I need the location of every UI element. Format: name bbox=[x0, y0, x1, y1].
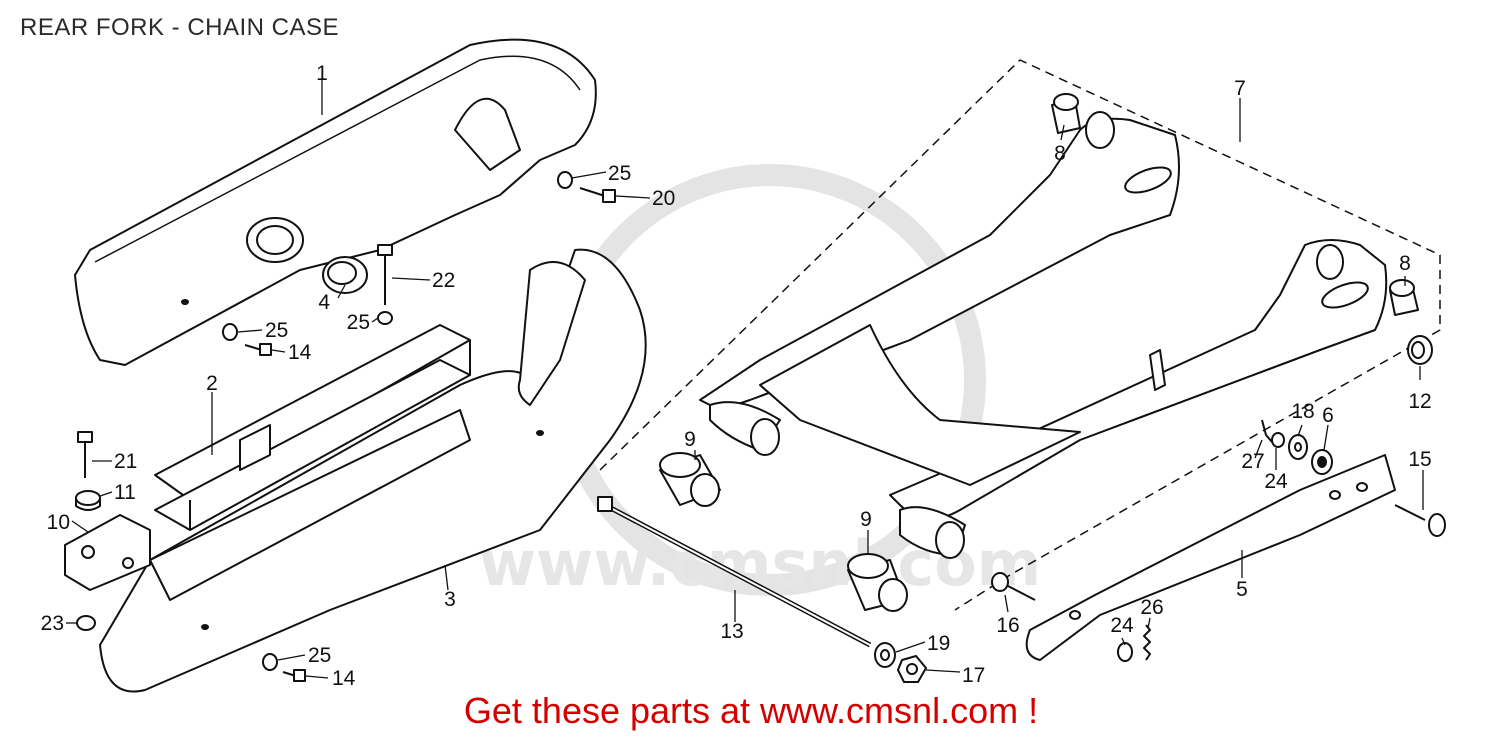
pivot-bolt-13 bbox=[597, 496, 872, 648]
clip-27 bbox=[1261, 419, 1273, 443]
washer-19 bbox=[874, 642, 896, 668]
nut-24 bbox=[1117, 432, 1285, 662]
bolt-20 bbox=[579, 187, 616, 203]
part-label-17: 17 bbox=[962, 664, 985, 687]
bolt-22 bbox=[377, 244, 393, 305]
part-label-12: 12 bbox=[1408, 390, 1431, 413]
part-label-23: 23 bbox=[41, 612, 64, 635]
part-label-25b: 25 bbox=[265, 319, 288, 342]
part-label-5: 5 bbox=[1236, 578, 1248, 601]
footer-text: Get these parts at www.cmsnl.com ! bbox=[463, 690, 1039, 731]
swingarm bbox=[699, 111, 1388, 559]
part-label-19: 19 bbox=[927, 632, 950, 655]
bushing-8 bbox=[1051, 93, 1419, 316]
part-label-16: 16 bbox=[996, 614, 1019, 637]
collar bbox=[75, 490, 101, 511]
part-label-14b: 14 bbox=[332, 667, 356, 690]
assembly-frame bbox=[599, 59, 1441, 611]
part-label-25d: 25 bbox=[308, 644, 331, 667]
part-label-10: 10 bbox=[47, 511, 70, 534]
part-label-24a: 24 bbox=[1264, 470, 1288, 493]
leader-lines bbox=[66, 80, 1424, 679]
nut-17 bbox=[897, 655, 927, 683]
bolt-14 bbox=[244, 343, 306, 682]
part-label-3: 3 bbox=[444, 588, 456, 611]
washer-25 bbox=[222, 171, 573, 671]
part-label-7: 7 bbox=[1234, 77, 1246, 100]
part-label-4: 4 bbox=[318, 291, 330, 314]
part-label-15: 15 bbox=[1408, 448, 1431, 471]
bracket bbox=[64, 514, 151, 591]
part-label-8b: 8 bbox=[1399, 252, 1411, 275]
part-label-21: 21 bbox=[114, 450, 137, 473]
part-label-6: 6 bbox=[1322, 404, 1334, 427]
bolt-21 bbox=[77, 431, 93, 478]
upper-chain-case bbox=[74, 38, 597, 366]
lower-chain-case bbox=[99, 248, 647, 693]
part-label-13: 13 bbox=[720, 620, 743, 643]
part-label-25a: 25 bbox=[608, 162, 631, 185]
part-label-27: 27 bbox=[1241, 450, 1264, 473]
bolt-15 bbox=[1394, 504, 1446, 537]
chain-guide bbox=[154, 324, 471, 531]
part-label-8a: 8 bbox=[1054, 142, 1066, 165]
footer-link[interactable]: Get these parts at www.cmsnl.com ! bbox=[0, 690, 1500, 732]
bushing-9 bbox=[659, 452, 908, 612]
diagram-title: REAR FORK - CHAIN CASE bbox=[20, 14, 340, 41]
part-label-24b: 24 bbox=[1110, 614, 1134, 637]
part-labels: 1 2 3 4 5 6 7 8 8 9 9 10 11 12 13 14 14 … bbox=[41, 62, 1432, 690]
chain-slider-plate bbox=[1025, 454, 1396, 661]
washer-18 bbox=[1288, 434, 1308, 460]
part-label-9b: 9 bbox=[860, 508, 872, 531]
part-label-22: 22 bbox=[432, 269, 455, 292]
part-label-2: 2 bbox=[206, 372, 218, 395]
collar-12 bbox=[1407, 335, 1433, 365]
part-label-18: 18 bbox=[1291, 400, 1314, 423]
cap-part-4 bbox=[322, 256, 368, 294]
part-label-20: 20 bbox=[652, 187, 675, 210]
bolt-16 bbox=[991, 572, 1036, 601]
washer-6 bbox=[1311, 449, 1333, 475]
nut-23 bbox=[76, 615, 96, 631]
part-label-9a: 9 bbox=[684, 428, 696, 451]
part-label-25c: 25 bbox=[347, 311, 370, 334]
spring-26 bbox=[1143, 624, 1151, 661]
part-label-1: 1 bbox=[316, 62, 328, 85]
part-label-26: 26 bbox=[1140, 596, 1163, 619]
part-label-14a: 14 bbox=[288, 341, 312, 364]
part-label-11: 11 bbox=[114, 481, 136, 504]
